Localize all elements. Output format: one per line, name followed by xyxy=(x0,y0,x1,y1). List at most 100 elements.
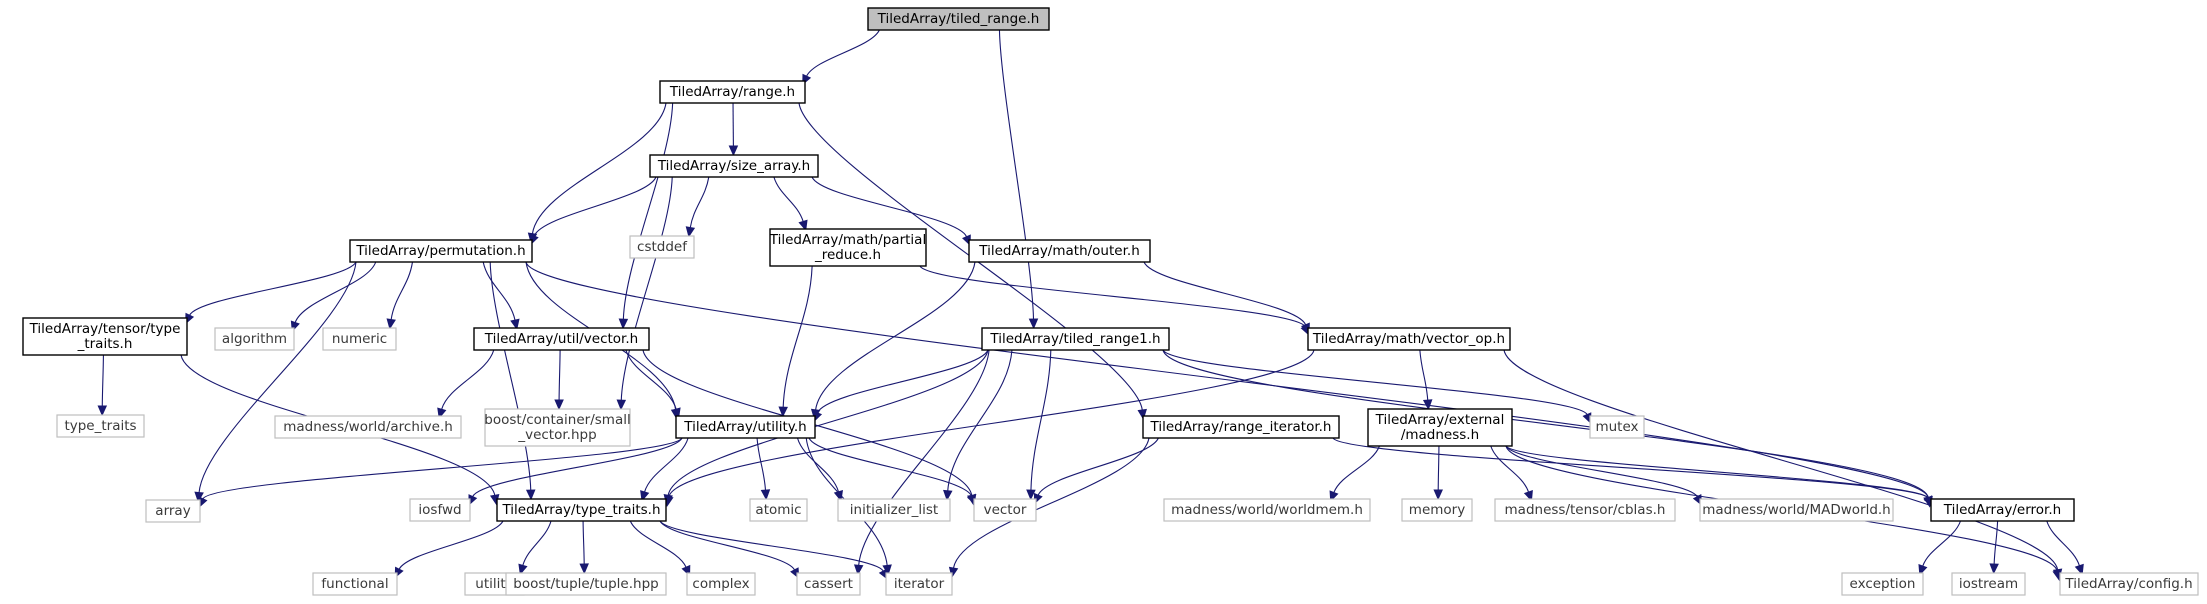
node-tiled-array-math-partial-reduce-h[interactable]: TiledArray/math/partial_reduce.h xyxy=(769,228,927,267)
include-edge xyxy=(1433,445,1443,501)
node-vector: vector xyxy=(973,498,1037,522)
node-box xyxy=(484,408,631,447)
node-label: array xyxy=(155,503,190,519)
edge-line xyxy=(390,261,414,320)
node-box xyxy=(981,327,1170,351)
arrowhead-icon xyxy=(853,564,864,576)
edge-line xyxy=(1419,349,1429,401)
node-iterator: iterator xyxy=(885,572,953,596)
node-box xyxy=(1401,498,1473,522)
node-label: TiledArray/permutation.h xyxy=(355,243,525,259)
node-box xyxy=(322,327,397,351)
node-box xyxy=(973,498,1037,522)
node-box xyxy=(867,7,1050,31)
node-label: madness/tensor/cblas.h xyxy=(1505,502,1666,518)
include-edge xyxy=(394,520,504,579)
include-edge xyxy=(943,349,1013,502)
edge-line xyxy=(1505,445,1929,499)
arrowhead-icon xyxy=(760,489,771,501)
node-box xyxy=(312,572,398,596)
node-tiled-array-permutation-h[interactable]: TiledArray/permutation.h xyxy=(349,239,533,263)
node-box xyxy=(629,235,695,259)
node-box xyxy=(505,572,667,596)
edge-line xyxy=(808,437,973,497)
edge-line xyxy=(1993,520,1999,565)
node-tiled-array-util-vector-h[interactable]: TiledArray/util/vector.h xyxy=(473,327,650,351)
node-label: _reduce.h xyxy=(814,247,881,263)
node-box xyxy=(686,572,756,596)
edge-line xyxy=(952,437,1150,569)
include-edge xyxy=(437,349,495,420)
node-box xyxy=(1367,408,1513,447)
node-label: madness/world/worldmem.h xyxy=(1171,502,1363,518)
edge-line xyxy=(1162,349,1588,415)
arrowhead-icon xyxy=(1137,408,1147,421)
edge-line xyxy=(1437,445,1440,491)
node-label: TiledArray/error.h xyxy=(1943,502,2061,518)
include-edge xyxy=(810,261,976,421)
arrowhead-icon xyxy=(1989,563,1999,575)
include-edge xyxy=(1505,445,1703,506)
node-cstddef: cstddef xyxy=(629,235,695,259)
node-box xyxy=(473,327,650,351)
edge-line xyxy=(101,354,104,407)
edge-line xyxy=(659,520,796,571)
node-madness-tensor-cblas-h: madness/tensor/cblas.h xyxy=(1494,498,1676,522)
node-tiled-array-config-h: TiledArray/config.h xyxy=(2059,572,2199,596)
nodes-layer: TiledArray/tiled_range.hTiledArray/range… xyxy=(22,7,2199,596)
node-tiled-array-size-array-h[interactable]: TiledArray/size_array.h xyxy=(649,154,819,178)
node-label: vector xyxy=(984,502,1027,518)
include-edge xyxy=(1419,349,1433,411)
node-tiled-array-tiled-range-h[interactable]: TiledArray/tiled_range.h xyxy=(867,7,1050,31)
node-label: memory xyxy=(1409,502,1465,518)
edge-line xyxy=(667,349,989,496)
include-edge xyxy=(1490,445,1533,502)
node-label: madness/world/MADworld.h xyxy=(1702,502,1891,518)
edge-line xyxy=(815,261,976,410)
node-tiled-array-math-vector-op-h[interactable]: TiledArray/math/vector_op.h xyxy=(1307,327,1511,351)
node-box xyxy=(1699,498,1894,522)
edge-line xyxy=(1037,437,1159,496)
node-label: madness/world/archive.h xyxy=(283,419,453,435)
node-tiled-array-math-outer-h[interactable]: TiledArray/math/outer.h xyxy=(968,239,1151,263)
node-label: TiledArray/size_array.h xyxy=(657,158,810,174)
node-box xyxy=(214,327,295,351)
arrowhead-icon xyxy=(2074,563,2084,576)
edge-line xyxy=(1333,445,1380,493)
edge-line xyxy=(689,176,710,228)
node-box xyxy=(2059,572,2199,596)
node-tiled-array-range-h[interactable]: TiledArray/range.h xyxy=(659,80,806,104)
arrowhead-icon xyxy=(518,563,528,576)
node-tiled-array-tensor-type-traits-h[interactable]: TiledArray/tensor/type_traits.h xyxy=(22,317,188,356)
node-tiled-array-tiled-range1-h[interactable]: TiledArray/tiled_range1.h xyxy=(981,327,1170,351)
node-tiled-array-error-h[interactable]: TiledArray/error.h xyxy=(1930,498,2075,522)
node-label: TiledArray/math/partial xyxy=(769,232,926,248)
include-edge xyxy=(518,520,552,576)
include-edge xyxy=(625,349,681,419)
node-label: functional xyxy=(321,576,388,592)
node-tiled-array-type-traits-h[interactable]: TiledArray/type_traits.h xyxy=(496,498,667,522)
arrowhead-icon xyxy=(1026,489,1036,501)
include-edge xyxy=(802,29,880,86)
node-label: TiledArray/tiled_range1.h xyxy=(989,331,1160,347)
arrowhead-icon xyxy=(1433,489,1443,501)
arrowhead-icon xyxy=(728,145,739,157)
include-edge xyxy=(659,520,800,580)
include-edge xyxy=(198,437,683,509)
arrowhead-icon xyxy=(1028,318,1039,330)
arrowhead-icon xyxy=(579,563,589,575)
edge-line xyxy=(1030,349,1052,491)
node-type-traits: type_traits xyxy=(56,414,145,438)
node-tiled-array-external-madness-h[interactable]: TiledArray/external/madness.h xyxy=(1367,408,1513,447)
node-box xyxy=(796,572,861,596)
node-tiled-array-range-iterator-h[interactable]: TiledArray/range_iterator.h xyxy=(1142,415,1340,439)
include-edge xyxy=(616,176,673,411)
node-label: exception xyxy=(1850,576,1916,592)
include-edge xyxy=(1143,261,1310,335)
arrowhead-icon xyxy=(554,399,564,411)
node-label: TiledArray/external xyxy=(1375,412,1505,428)
node-tiled-array-utility-h[interactable]: TiledArray/utility.h xyxy=(675,415,816,439)
node-iosfwd: iosfwd xyxy=(409,498,471,522)
node-label: TiledArray/math/outer.h xyxy=(978,243,1140,259)
edge-line xyxy=(472,437,683,497)
